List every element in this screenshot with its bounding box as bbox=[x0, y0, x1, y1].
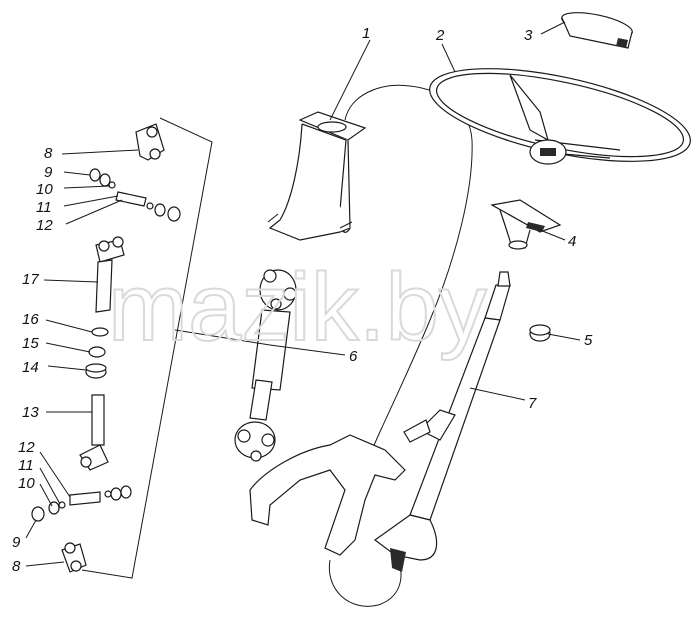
callout-12-upper: 12 bbox=[36, 217, 53, 234]
callout-5: 5 bbox=[584, 332, 593, 349]
assembly-outline-loop bbox=[344, 84, 473, 451]
part-4-hub bbox=[490, 199, 562, 250]
callout-14: 14 bbox=[22, 359, 39, 376]
part-5-bushing bbox=[529, 324, 551, 342]
callout-7: 7 bbox=[528, 395, 537, 412]
part-7-steering-column bbox=[373, 271, 511, 572]
part-13-shaft bbox=[79, 394, 109, 471]
part-6-intermediate-shaft bbox=[234, 269, 297, 462]
part-2-steering-wheel bbox=[429, 68, 691, 165]
exploded-parts-upper bbox=[89, 123, 181, 222]
leader-lines bbox=[25, 21, 581, 567]
parts-16-14-washers bbox=[85, 327, 109, 379]
part-1-cover bbox=[267, 111, 367, 241]
mount-bracket bbox=[249, 434, 406, 556]
exploded-frame-right bbox=[81, 117, 213, 579]
callout-15: 15 bbox=[22, 335, 39, 352]
callout-12-lower: 12 bbox=[18, 439, 35, 456]
callout-1: 1 bbox=[362, 25, 370, 42]
callout-11-upper: 11 bbox=[36, 199, 52, 216]
callout-3: 3 bbox=[524, 27, 533, 44]
part-17-shaft bbox=[95, 236, 125, 313]
callout-8-lower: 8 bbox=[12, 558, 21, 575]
watermark: mazik.by bbox=[108, 254, 487, 361]
callout-9-upper: 9 bbox=[44, 164, 53, 181]
callout-4: 4 bbox=[568, 233, 576, 250]
callout-2: 2 bbox=[435, 27, 445, 44]
lower-loop bbox=[328, 559, 402, 607]
callout-8-upper: 8 bbox=[44, 145, 53, 162]
part-3-horn-button bbox=[561, 12, 633, 49]
callout-16: 16 bbox=[22, 311, 39, 328]
callout-6: 6 bbox=[349, 348, 358, 365]
callout-11-lower: 11 bbox=[18, 457, 34, 474]
callout-10-upper: 10 bbox=[36, 181, 53, 198]
callout-17: 17 bbox=[22, 271, 39, 288]
callout-10-lower: 10 bbox=[18, 475, 35, 492]
exploded-parts-lower bbox=[31, 485, 132, 573]
callout-9-lower: 9 bbox=[12, 534, 21, 551]
callout-13: 13 bbox=[22, 404, 39, 421]
